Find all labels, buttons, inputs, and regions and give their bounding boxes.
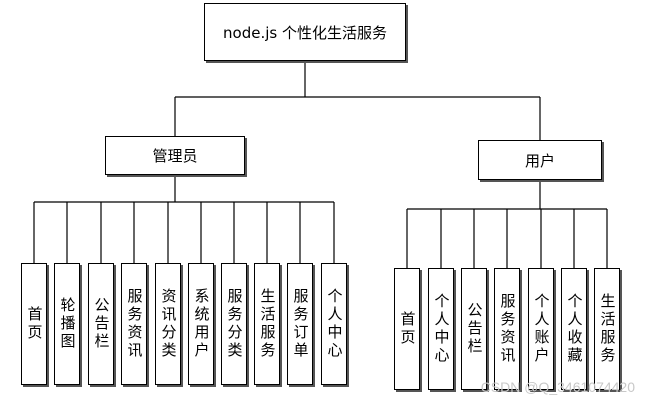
root-node-label: node.js 个性化生活服务 <box>223 23 387 42</box>
admin-child-node: 公告栏 <box>88 263 114 385</box>
admin-child-node: 轮播图 <box>54 263 80 385</box>
user-child-node: 个人收藏 <box>561 268 587 390</box>
admin-child-node: 个人中心 <box>321 263 347 385</box>
admin-child-node: 服务资讯 <box>121 263 147 385</box>
admin-child-label: 服务分类 <box>225 288 244 360</box>
admin-node: 管理员 <box>105 136 245 175</box>
user-child-label: 公告栏 <box>465 302 484 356</box>
admin-child-label: 个人中心 <box>325 288 344 360</box>
user-child-label: 服务资讯 <box>498 293 517 365</box>
user-node: 用户 <box>478 140 602 180</box>
user-child-node: 首页 <box>394 268 420 390</box>
admin-child-label: 系统用户 <box>192 288 211 360</box>
user-child-node: 生活服务 <box>594 268 620 390</box>
admin-node-label: 管理员 <box>152 147 198 165</box>
admin-child-label: 资讯分类 <box>159 288 178 360</box>
user-child-label: 个人中心 <box>432 293 451 365</box>
root-node: node.js 个性化生活服务 <box>204 3 406 61</box>
user-child-node: 服务资讯 <box>494 268 520 390</box>
admin-child-label: 生活服务 <box>258 288 277 360</box>
admin-child-label: 服务资讯 <box>125 288 144 360</box>
user-node-label: 用户 <box>524 151 555 170</box>
watermark: CSDN @Q_3461074420 <box>480 379 635 395</box>
admin-child-label: 公告栏 <box>92 297 111 351</box>
admin-child-node: 服务分类 <box>221 263 247 385</box>
admin-child-label: 首页 <box>25 306 44 342</box>
admin-child-node: 生活服务 <box>254 263 280 385</box>
user-child-label: 个人账户 <box>532 293 551 365</box>
admin-child-node: 首页 <box>21 263 47 385</box>
admin-child-label: 服务订单 <box>291 288 310 360</box>
user-child-node: 个人中心 <box>428 268 454 390</box>
admin-child-node: 系统用户 <box>188 263 214 385</box>
admin-child-node: 资讯分类 <box>155 263 181 385</box>
user-child-label: 首页 <box>398 311 417 347</box>
admin-child-label: 轮播图 <box>58 297 77 351</box>
admin-child-node: 服务订单 <box>287 263 313 385</box>
user-child-node: 个人账户 <box>528 268 554 390</box>
user-child-node: 公告栏 <box>461 268 487 390</box>
user-child-label: 个人收藏 <box>565 293 584 365</box>
user-child-label: 生活服务 <box>598 293 617 365</box>
